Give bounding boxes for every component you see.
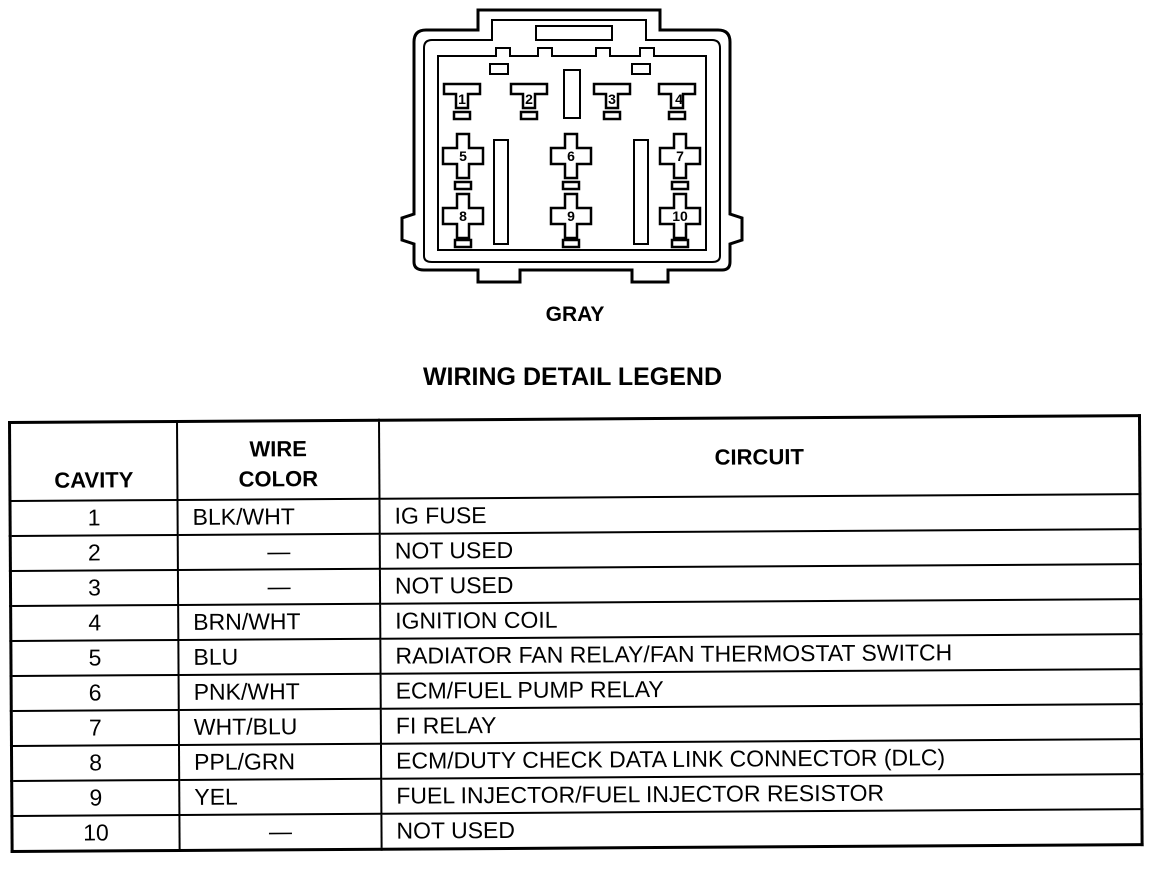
legend-title: WIRING DETAIL LEGEND bbox=[422, 363, 723, 391]
cell-wire-color: — bbox=[177, 568, 381, 605]
pin-label-8: 8 bbox=[459, 208, 467, 224]
cell-cavity: 3 bbox=[10, 569, 179, 606]
pin-3 bbox=[592, 82, 632, 121]
cell-wire-color: BLK/WHT bbox=[177, 498, 380, 535]
cell-circuit: ECM/FUEL PUMP RELAY bbox=[380, 668, 1142, 709]
cell-cavity: 2 bbox=[10, 534, 178, 571]
pin-label-4: 4 bbox=[675, 91, 683, 107]
header-wire-color-line2: COLOR bbox=[238, 465, 319, 492]
cell-circuit: ECM/DUTY CHECK DATA LINK CONNECTOR (DLC) bbox=[380, 738, 1142, 779]
center-key bbox=[563, 69, 581, 119]
pin-label-2: 2 bbox=[525, 91, 533, 107]
pin-label-3: 3 bbox=[608, 91, 616, 107]
pin-label-6: 6 bbox=[567, 148, 575, 164]
pin-2 bbox=[509, 82, 549, 121]
pin-label-10: 10 bbox=[672, 208, 688, 224]
cell-wire-color: PNK/WHT bbox=[178, 673, 381, 710]
cavity-area bbox=[437, 47, 707, 251]
cell-wire-color: BRN/WHT bbox=[178, 603, 381, 640]
cell-cavity: 1 bbox=[9, 499, 178, 536]
table-row: 10 — NOT USED bbox=[11, 808, 1143, 851]
cell-wire-color: YEL bbox=[179, 778, 382, 815]
cell-circuit: NOT USED bbox=[379, 528, 1141, 569]
cell-circuit: FI RELAY bbox=[380, 703, 1142, 744]
cell-circuit: IG FUSE bbox=[379, 493, 1141, 534]
cell-cavity: 8 bbox=[11, 744, 180, 781]
cell-cavity: 9 bbox=[11, 779, 180, 816]
pin-9 bbox=[549, 192, 593, 249]
pin-label-7: 7 bbox=[676, 148, 684, 164]
cell-cavity: 7 bbox=[11, 709, 179, 746]
header-wire-color: WIRE COLOR bbox=[177, 420, 380, 500]
cell-cavity: 4 bbox=[10, 604, 179, 641]
cell-circuit: IGNITION COIL bbox=[380, 598, 1141, 639]
cell-wire-color: — bbox=[179, 813, 382, 850]
connector-inner-wall bbox=[423, 19, 721, 263]
cell-cavity: 5 bbox=[10, 639, 179, 676]
header-wire-color-line1: WIRE bbox=[249, 435, 307, 462]
pin-label-1: 1 bbox=[458, 91, 466, 107]
cell-circuit: FUEL INJECTOR/FUEL INJECTOR RESISTOR bbox=[381, 773, 1142, 814]
pin-7 bbox=[658, 132, 702, 191]
connector-diagram: 1 2 3 4 5 6 7 8 9 10 bbox=[400, 8, 744, 284]
cell-wire-color: PPL/GRN bbox=[178, 743, 382, 780]
connector-outer-shell bbox=[400, 8, 744, 284]
pin-5 bbox=[441, 132, 485, 191]
cell-wire-color: WHT/BLU bbox=[178, 708, 381, 745]
pin-label-9: 9 bbox=[567, 208, 575, 224]
cell-circuit: RADIATOR FAN RELAY/FAN THERMOSTAT SWITCH bbox=[380, 633, 1142, 674]
pin-1 bbox=[442, 82, 482, 121]
table-header-row: CAVITY WIRE COLOR CIRCUIT bbox=[9, 415, 1140, 501]
header-cavity: CAVITY bbox=[9, 421, 178, 501]
wiring-legend-table: CAVITY WIRE COLOR CIRCUIT 1 BLK/WHT IG F… bbox=[8, 414, 1144, 853]
connector-color-label: GRAY bbox=[545, 303, 605, 326]
pin-label-5: 5 bbox=[459, 148, 467, 164]
pin-6 bbox=[549, 132, 593, 191]
pin-10 bbox=[658, 192, 702, 249]
header-circuit: CIRCUIT bbox=[379, 415, 1140, 499]
cell-wire-color: — bbox=[177, 533, 380, 570]
cell-circuit: NOT USED bbox=[381, 808, 1143, 849]
cell-wire-color: BLU bbox=[178, 638, 381, 675]
cell-circuit: NOT USED bbox=[379, 563, 1141, 604]
cell-cavity: 10 bbox=[11, 814, 180, 851]
pin-4 bbox=[657, 82, 697, 121]
cell-cavity: 6 bbox=[11, 674, 179, 711]
pin-8 bbox=[441, 192, 485, 249]
latch-slot bbox=[535, 25, 613, 41]
